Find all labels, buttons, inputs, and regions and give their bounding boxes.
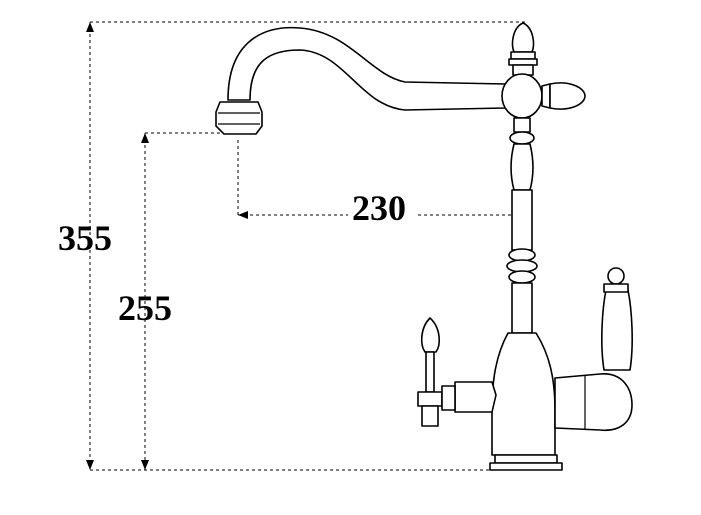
right-handle-housing [554,373,633,431]
faucet-body [491,332,556,456]
arrow-down-icon [86,460,94,470]
column-neck [513,117,531,133]
top-finial [508,22,538,76]
finial-collar [508,58,538,66]
total-height-label: 355 [58,218,112,258]
left-lever-stem [425,351,435,393]
dimension-spout-reach: 230 [237,140,523,228]
right-lever-ball [607,267,625,285]
body-base-ring [494,454,558,464]
column-bulb [510,143,534,191]
arrow-up-icon [86,22,94,32]
right-lever-cap [603,283,629,293]
column-ring [509,131,535,145]
faucet [215,22,633,471]
left-handle-collar [441,385,456,411]
left-handle [417,317,497,427]
right-handle [554,267,633,431]
left-lever-lower [421,405,439,427]
spout-arm [227,26,506,111]
column [506,117,538,334]
column-shaft [511,189,533,251]
spout-reach-label: 230 [352,188,406,228]
left-lever-tip [420,317,440,353]
dimension-spout-height: 255 [118,132,238,470]
left-lever-block [417,391,443,407]
dimension-total-height: 355 [58,21,525,470]
column-shaft-lower [511,282,533,334]
spout [215,26,506,135]
arrow-up-icon [141,133,149,143]
right-lever [601,289,633,371]
finial-cap [511,22,535,53]
column-ring [508,270,536,284]
hub-connector [541,83,551,109]
aerator-head [215,101,263,135]
spout-hub [501,73,543,119]
body-base [489,462,563,471]
arrow-left-icon [238,211,248,219]
arrow-down-icon [141,460,149,470]
spout-height-label: 255 [118,288,172,328]
left-handle-arm [454,381,497,413]
hub-knob [549,82,586,110]
finial-collar [510,51,536,60]
